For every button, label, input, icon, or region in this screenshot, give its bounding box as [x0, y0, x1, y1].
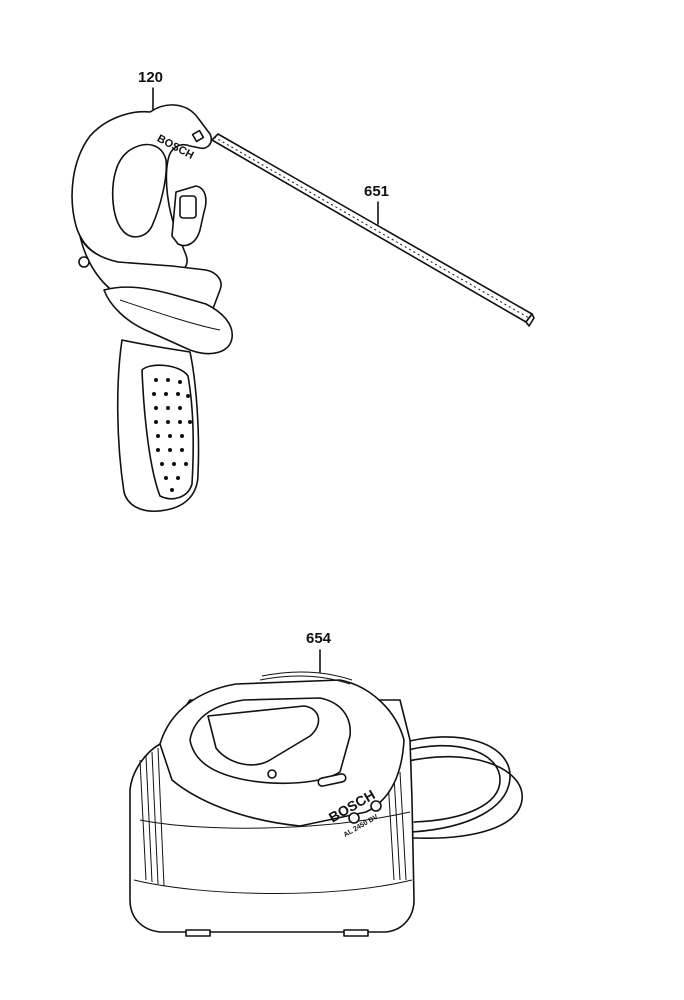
collar-opening	[111, 143, 168, 238]
rod-body	[211, 133, 533, 323]
foot-right	[343, 929, 369, 937]
callout-120: 120	[138, 69, 163, 86]
grip-pad	[141, 364, 194, 500]
base-front-edge	[139, 811, 411, 829]
handle-guard	[103, 286, 233, 355]
charge-led-2	[370, 800, 382, 812]
guard-edge	[119, 299, 221, 331]
cradle-rail	[207, 705, 320, 766]
top-ribs	[259, 671, 353, 685]
depth-stop-rod: 651	[211, 133, 535, 327]
battery-charger: 654	[129, 630, 523, 937]
power-cord	[397, 736, 523, 840]
rod-socket	[191, 129, 205, 143]
base-bottom-edge	[133, 879, 413, 895]
auxiliary-handle: 120 BOSCH	[71, 69, 233, 512]
rod-end	[525, 313, 535, 327]
grip-texture	[152, 378, 192, 492]
callout-654: 654	[306, 630, 332, 647]
charge-led-1	[348, 812, 360, 824]
foot-left	[185, 929, 211, 937]
cradle-screw	[267, 769, 277, 779]
rod-knurling	[213, 136, 530, 319]
knob-face	[179, 195, 197, 219]
side-vents	[139, 747, 407, 887]
contact-slot	[317, 773, 347, 787]
collar-screw	[78, 256, 90, 268]
callout-651: 651	[364, 183, 389, 200]
